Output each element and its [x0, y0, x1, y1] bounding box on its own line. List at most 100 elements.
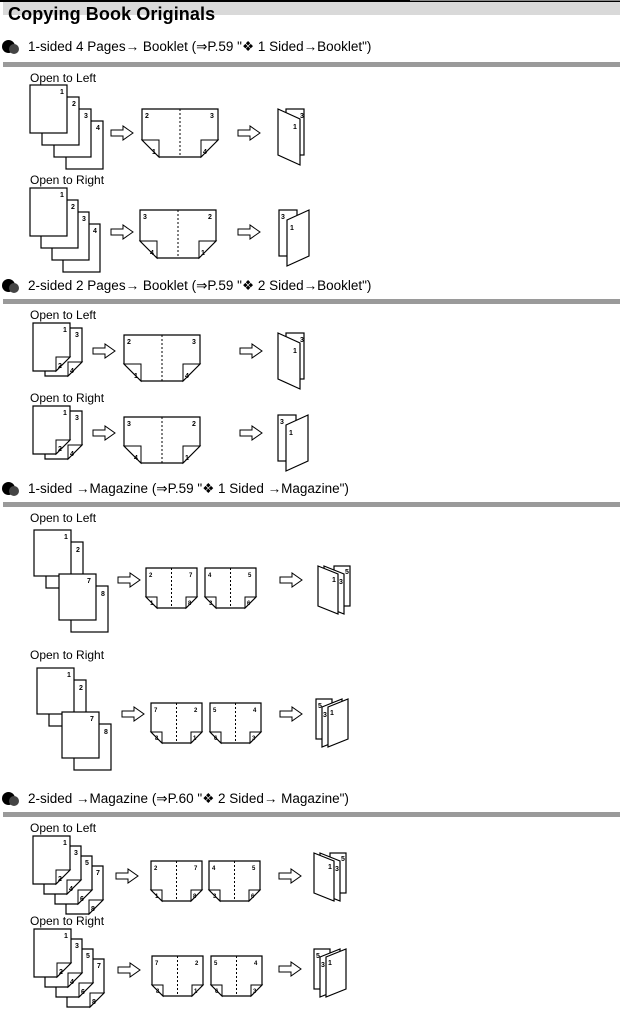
bullet-circles-icon [2, 481, 22, 497]
page-number: 1 [64, 534, 68, 541]
page-number: 2 [194, 708, 198, 714]
folded-corner [56, 962, 73, 979]
page-number: 1 [155, 894, 159, 900]
finished-booklet: 531 [317, 565, 351, 615]
row-label: Open to Left [30, 511, 97, 525]
page-number: 3 [84, 113, 88, 120]
page-number: 4 [212, 866, 216, 872]
section-rule [3, 812, 620, 817]
page-title: Copying Book Originals [8, 4, 216, 24]
folded-corner [66, 879, 83, 896]
page-number: 1 [193, 736, 197, 742]
folded-corner [207, 889, 221, 903]
arrow-right-icon [278, 961, 302, 977]
header-rule-light [410, 0, 620, 1]
original-sheet [58, 573, 97, 621]
folded-corner [190, 889, 204, 903]
booklet-front [285, 414, 309, 472]
page-number: 1 [63, 327, 67, 334]
page-number: 1 [293, 124, 297, 131]
booklet-front [327, 698, 349, 748]
section-heading-3: 1-sided →Magazine (⇒P.59 "❖ 1 Sided →Mag… [2, 480, 349, 498]
arrow-right-icon [117, 572, 141, 588]
bullet-circles-icon [2, 278, 22, 294]
booklet-front [286, 209, 310, 267]
page-number: 1 [185, 455, 189, 462]
finished-booklet: 31 [278, 209, 310, 267]
page-number: 3 [252, 736, 256, 742]
page-number: 4 [254, 961, 258, 967]
page-number: 7 [97, 963, 101, 970]
page-number: 8 [188, 601, 192, 607]
page-number: 3 [321, 962, 325, 969]
folded-corner [88, 899, 105, 916]
row-label: Open to Right [30, 914, 105, 928]
page-number: 8 [101, 591, 105, 598]
section-heading-text: 1-sided 4 Pages→ Booklet (⇒P.59 "❖ 1 Sid… [28, 39, 372, 54]
page-number: 4 [93, 228, 97, 235]
page-number: 8 [104, 729, 108, 736]
page-number: 3 [323, 712, 327, 719]
finished-booklet: 31 [277, 414, 309, 472]
page-number: 7 [194, 866, 198, 872]
folded-corner [249, 731, 263, 745]
page-number: 5 [248, 573, 252, 579]
page-number: 5 [341, 856, 345, 863]
section-heading-text: 2-sided →Magazine (⇒P.60 "❖ 2 Sided→ Mag… [28, 791, 349, 806]
page-number: 6 [247, 601, 251, 607]
arrow-right-icon [115, 868, 139, 884]
arrow-right-icon [110, 224, 134, 240]
arrow-right-icon [239, 425, 263, 441]
page-number: 1 [150, 601, 154, 607]
page-number: 5 [318, 703, 322, 710]
page-number: 4 [70, 368, 74, 375]
arrow-right-icon [279, 706, 303, 722]
page-number: 3 [74, 850, 78, 857]
page-number: 2 [71, 204, 75, 211]
page-number: 2 [58, 876, 62, 883]
folded-corner [208, 731, 222, 745]
page-number: 3 [280, 419, 284, 426]
page-number: 1 [63, 410, 67, 417]
folded-corner [67, 444, 84, 461]
page-number: 4 [185, 373, 189, 380]
page-number: 4 [203, 149, 207, 156]
folded-corner [67, 361, 84, 378]
arrow-right-icon [92, 425, 116, 441]
page-number: 3 [143, 214, 147, 221]
section-rule [3, 299, 620, 304]
folded-corner [55, 869, 72, 886]
row-label: Open to Left [30, 821, 97, 835]
page-number: 4 [69, 886, 73, 893]
page-number: 7 [189, 573, 193, 579]
folded-corner [140, 139, 160, 159]
section-heading-2: 2-sided 2 Pages→ Booklet (⇒P.59 "❖ 2 Sid… [2, 277, 371, 295]
folded-corner [150, 984, 164, 998]
folded-corner [198, 240, 218, 260]
page-number: 3 [213, 894, 217, 900]
booklet-front [325, 948, 347, 998]
folded-corner [55, 356, 72, 373]
section-heading-4: 2-sided →Magazine (⇒P.60 "❖ 2 Sided→ Mag… [2, 790, 349, 808]
bullet-circles-icon [2, 791, 22, 807]
page-number: 1 [60, 89, 64, 96]
page-number: 8 [91, 906, 95, 913]
folded-corner [78, 982, 95, 999]
page-number: 3 [300, 337, 304, 344]
